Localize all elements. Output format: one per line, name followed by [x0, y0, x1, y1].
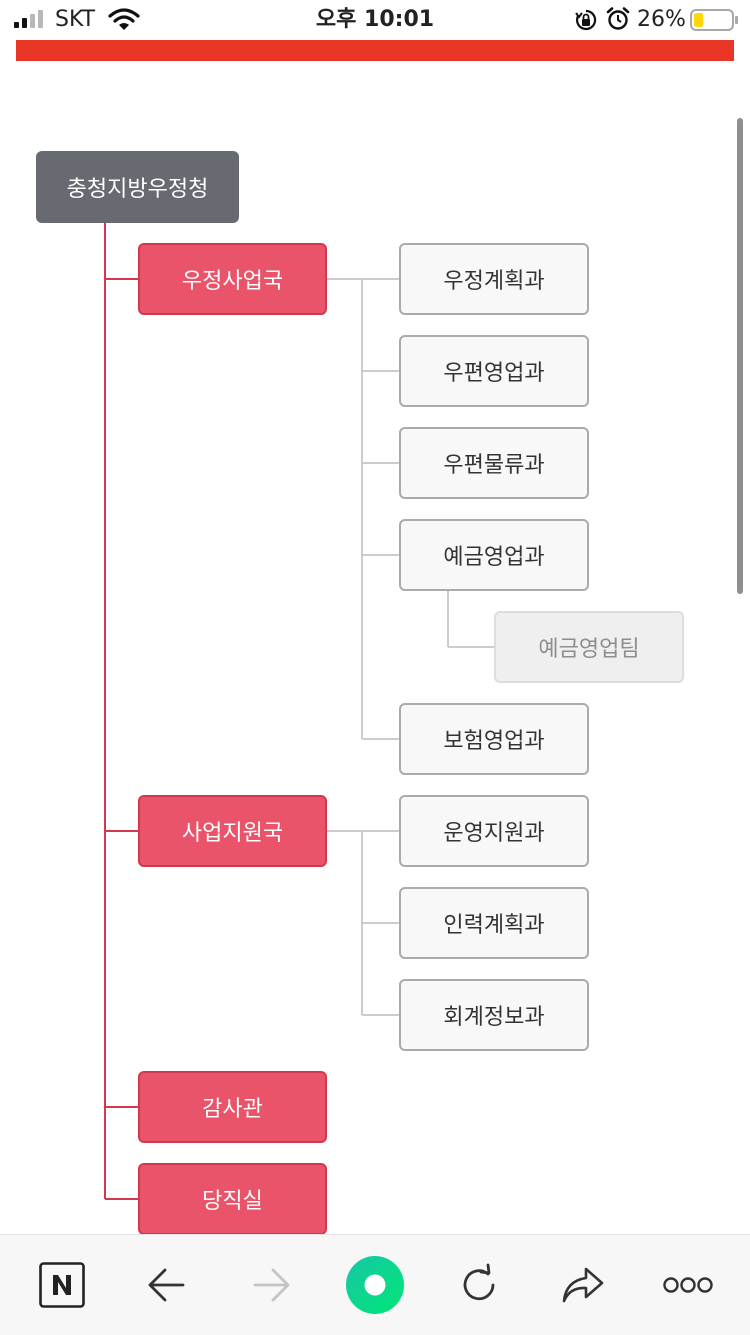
more-dots-icon	[663, 1277, 713, 1293]
division-node[interactable]: 우정계획과	[399, 243, 589, 315]
naver-home-button[interactable]	[32, 1255, 92, 1315]
division-node[interactable]: 예금영업과	[399, 519, 589, 591]
orientation-lock-icon	[575, 9, 597, 31]
team-node[interactable]: 예금영업팀	[494, 611, 684, 683]
bureau-node[interactable]: 감사관	[138, 1071, 327, 1143]
battery-percentage: 26%	[637, 7, 686, 32]
carrier-name: SKT	[55, 7, 96, 32]
reload-button[interactable]	[449, 1255, 509, 1315]
back-button[interactable]	[137, 1255, 197, 1315]
red-header-banner	[16, 40, 734, 61]
battery-icon	[690, 9, 738, 31]
division-node[interactable]: 운영지원과	[399, 795, 589, 867]
bottom-toolbar	[0, 1234, 750, 1335]
more-button[interactable]	[658, 1255, 718, 1315]
vertical-scrollbar[interactable]	[737, 118, 743, 594]
green-dot-icon	[346, 1256, 404, 1314]
bureau-node[interactable]: 사업지원국	[138, 795, 327, 867]
division-node[interactable]: 보험영업과	[399, 703, 589, 775]
naver-n-icon	[39, 1262, 85, 1308]
arrow-left-icon	[148, 1268, 185, 1302]
bureau-node[interactable]: 우정사업국	[138, 243, 327, 315]
division-node[interactable]: 우편영업과	[399, 335, 589, 407]
green-dot-button[interactable]	[345, 1255, 405, 1315]
share-button[interactable]	[553, 1255, 613, 1315]
wifi-icon	[108, 8, 140, 30]
division-node[interactable]: 우편물류과	[399, 427, 589, 499]
alarm-clock-icon	[606, 7, 630, 30]
bureau-node[interactable]: 당직실	[138, 1163, 327, 1235]
division-node[interactable]: 회계정보과	[399, 979, 589, 1051]
share-arrow-icon	[562, 1267, 604, 1303]
signal-strength-icon	[14, 10, 43, 28]
status-bar: SKT 오후 10:01 26%	[0, 0, 750, 40]
status-time: 오후 10:01	[315, 7, 435, 32]
forward-button[interactable]	[241, 1255, 301, 1315]
division-node[interactable]: 인력계획과	[399, 887, 589, 959]
org-root-node[interactable]: 충청지방우정청	[36, 151, 239, 223]
reload-icon	[463, 1263, 495, 1301]
arrow-right-icon	[253, 1268, 290, 1302]
